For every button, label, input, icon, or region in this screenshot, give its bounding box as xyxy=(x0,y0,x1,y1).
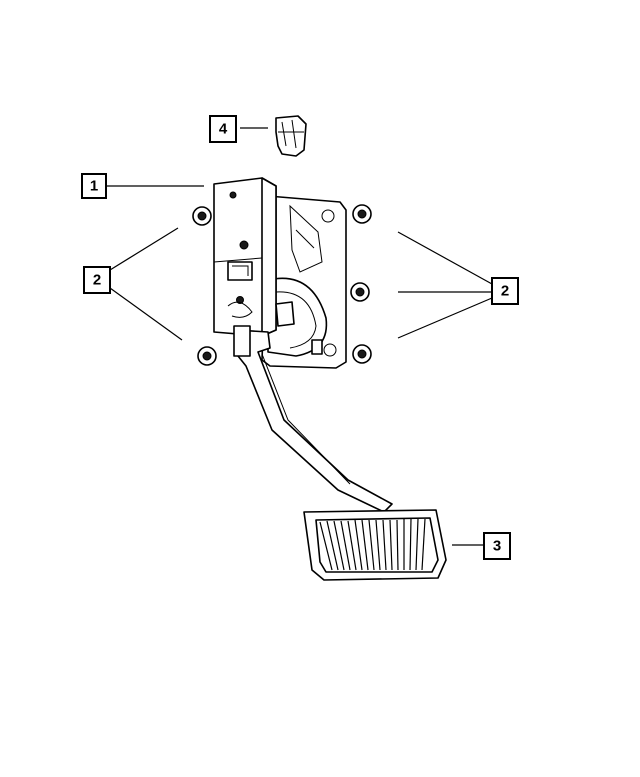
callout-1-label: 1 xyxy=(90,178,98,195)
callout-2-left: 2 xyxy=(83,266,111,294)
pedal-arm xyxy=(233,325,393,513)
callout-2-left-label: 2 xyxy=(93,272,101,289)
callout-4-label: 4 xyxy=(219,121,228,138)
callout-1: 1 xyxy=(81,173,107,199)
callout-2-right-label: 2 xyxy=(501,283,509,300)
part-3-pedal-pad xyxy=(303,509,447,581)
part-2-nut-top-right xyxy=(352,204,372,224)
part-2-nut-bottom-left xyxy=(197,346,217,366)
pedal-pad-ribs xyxy=(319,518,426,571)
part-2-nut-middle-right xyxy=(350,282,370,302)
leader-lines xyxy=(106,127,493,546)
part-4-clip xyxy=(275,115,307,157)
callout-2-right: 2 xyxy=(491,277,519,305)
part-2-nut-bottom-right xyxy=(352,344,372,364)
callout-3: 3 xyxy=(483,532,511,560)
part-2-nut-top-left xyxy=(192,206,212,226)
callout-3-label: 3 xyxy=(493,538,501,555)
pivot-housing xyxy=(267,277,328,357)
callout-4: 4 xyxy=(209,115,237,143)
part-1-bracket-body xyxy=(213,177,295,337)
